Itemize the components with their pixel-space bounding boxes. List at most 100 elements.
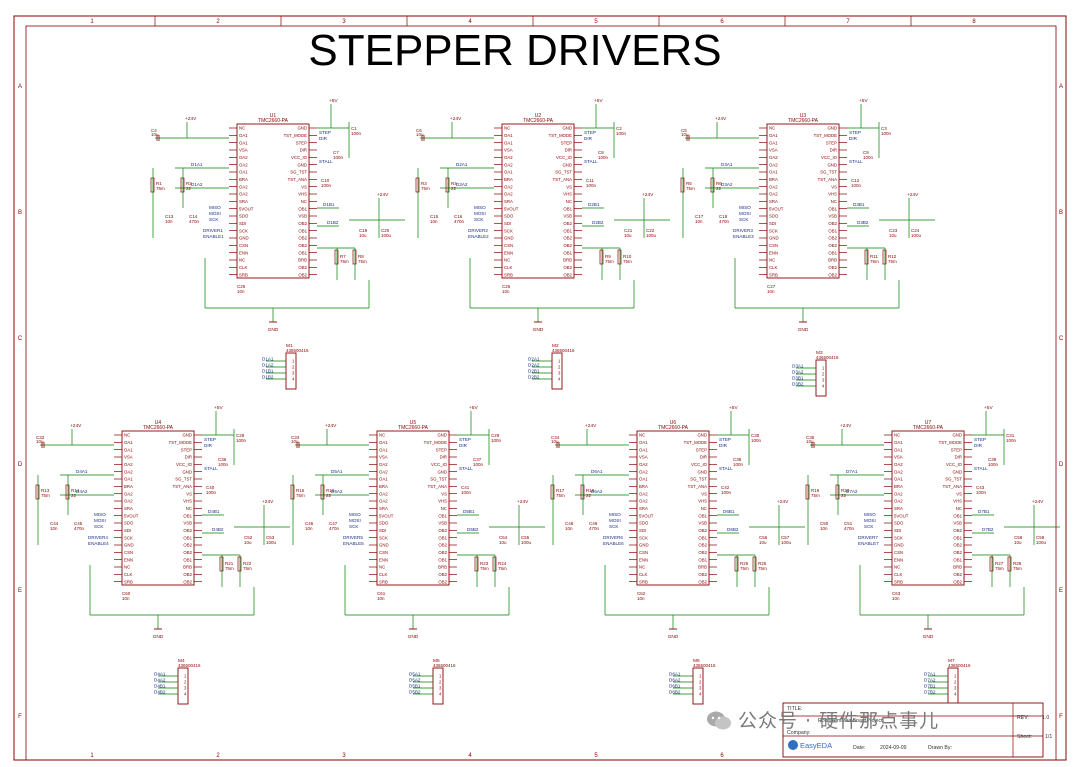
net-step: STEP bbox=[719, 437, 731, 442]
pin-right-label: VHS bbox=[563, 192, 572, 197]
cap-vcc-val: 100n bbox=[863, 155, 874, 160]
connector-pin-num: 1 bbox=[439, 673, 442, 678]
cap-bot-ref: C25 bbox=[237, 284, 246, 289]
pin-left-label: SDI bbox=[239, 221, 246, 226]
cap-top-val: 100n bbox=[751, 438, 762, 443]
pin-left-label: OA2 bbox=[504, 192, 513, 197]
net-enable: ENABLE2 bbox=[468, 234, 489, 239]
ic-ref: U2 bbox=[535, 113, 542, 119]
resistor bbox=[580, 484, 585, 500]
pin-right-label: OB1 bbox=[698, 513, 707, 518]
pin-left-label: OA2 bbox=[639, 462, 648, 467]
cap-in-val: 10u bbox=[291, 439, 299, 444]
cap-bot-ref: C61 bbox=[377, 591, 386, 596]
connector-part: 436500416 bbox=[816, 355, 839, 360]
res4-ref: R22 bbox=[243, 561, 252, 566]
res4-val: 75m bbox=[358, 259, 367, 264]
net-dir: DIR bbox=[974, 443, 983, 448]
pin-right-label: VSB bbox=[298, 214, 307, 219]
pin-left-label: 5VOUT bbox=[769, 206, 784, 211]
resistor bbox=[352, 249, 357, 265]
pin-right-label: GND bbox=[297, 126, 307, 131]
net-mosi: MOSI bbox=[94, 518, 106, 523]
connector-pin-num: 3 bbox=[954, 685, 957, 690]
pin-right-label: OB2 bbox=[698, 550, 707, 555]
pin-left-label: OA2 bbox=[894, 499, 903, 504]
pin-right-label: OB2 bbox=[438, 579, 447, 584]
pin-left-label: SDI bbox=[894, 528, 901, 533]
net-b2: D4B2 bbox=[212, 527, 224, 532]
net-stall: STALL bbox=[204, 466, 218, 471]
net-dir: DIR bbox=[584, 136, 593, 141]
supply-24v-out: +24V bbox=[517, 499, 529, 505]
cap-out2-ref: C53 bbox=[266, 535, 275, 540]
cap-left2-val: 470n bbox=[74, 526, 85, 531]
cap-out1-ref: C21 bbox=[624, 228, 633, 233]
grid-col-top: 8 bbox=[972, 19, 976, 25]
cap-vs-ref: C40 bbox=[206, 485, 215, 490]
pin-right-label: STEP bbox=[296, 140, 307, 145]
pin-left-label: OA2 bbox=[379, 499, 388, 504]
connector-pin-num: 2 bbox=[954, 679, 957, 684]
pin-right-label: OB1 bbox=[698, 535, 707, 540]
pin-right-label: TST_ANA bbox=[553, 177, 572, 182]
res1-ref: R19 bbox=[811, 488, 820, 493]
cap-left1-ref: C17 bbox=[695, 214, 704, 219]
connector-body bbox=[551, 352, 563, 390]
gnd-label: GND bbox=[268, 327, 279, 333]
pin-left-label: OA1 bbox=[894, 447, 903, 452]
pin-right-label: VSB bbox=[438, 521, 447, 526]
cap-left1-val: 10n bbox=[695, 219, 703, 224]
net-stall: STALL bbox=[974, 466, 988, 471]
connector-pin-num: 4 bbox=[184, 691, 187, 696]
net-step: STEP bbox=[849, 130, 861, 135]
ic-ref: U7 bbox=[925, 420, 932, 426]
pin-left-label: SDO bbox=[124, 521, 134, 526]
pin-right-label: TST_ANA bbox=[173, 484, 192, 489]
cap-left2-ref: C16 bbox=[454, 214, 463, 219]
pin-left-label: 5VOUT bbox=[379, 513, 394, 518]
pin-left-label: GND bbox=[769, 236, 779, 241]
pin-right-label: OB2 bbox=[563, 265, 572, 270]
connector-pin-net: D4B2 bbox=[154, 690, 166, 695]
pin-right-label: OB2 bbox=[183, 550, 192, 555]
cap-bot-ref: C63 bbox=[892, 591, 901, 596]
pin-left-label: VSA bbox=[504, 148, 513, 153]
res2-val: 22 bbox=[451, 186, 457, 191]
connector-ref: M3 bbox=[816, 350, 823, 356]
pin-right-label: GND bbox=[182, 433, 192, 438]
net-b2: D5B2 bbox=[467, 527, 479, 532]
net-mosi: MOSI bbox=[609, 518, 621, 523]
pin-right-label: OB2 bbox=[298, 265, 307, 270]
grid-col-top: 6 bbox=[720, 19, 724, 25]
grid-col-bottom: 2 bbox=[216, 753, 220, 759]
cap-left2-val: 470n bbox=[844, 526, 855, 531]
pin-left-label: OA1 bbox=[379, 477, 388, 482]
net-step: STEP bbox=[319, 130, 331, 135]
pin-right-label: VS bbox=[701, 491, 707, 496]
res3-val: 75m bbox=[340, 259, 349, 264]
pin-left-label: CLK bbox=[894, 572, 902, 577]
pin-right-label: OB2 bbox=[563, 236, 572, 241]
connector-pin-num: 1 bbox=[954, 673, 957, 678]
pin-right-label: GND bbox=[437, 433, 447, 438]
pin-right-label: NC bbox=[956, 506, 962, 511]
cap-out1-ref: C54 bbox=[499, 535, 508, 540]
pin-left-label: BRA bbox=[504, 177, 513, 182]
pin-left-label: SRB bbox=[124, 579, 133, 584]
pin-right-label: OB1 bbox=[563, 250, 572, 255]
cap-out2-val: 100u bbox=[646, 233, 657, 238]
net-b1: D7B1 bbox=[978, 509, 990, 514]
pin-left-label: CLK bbox=[769, 265, 777, 270]
cap-out1-ref: C23 bbox=[889, 228, 898, 233]
grid-row-right: C bbox=[1059, 336, 1064, 342]
pin-left-label: BRA bbox=[639, 484, 648, 489]
cap-vcc-val: 100n bbox=[988, 462, 999, 467]
cap-out1-ref: C19 bbox=[359, 228, 368, 233]
pin-right-label: SG_TST bbox=[555, 170, 572, 175]
net-sck: SCK bbox=[349, 524, 359, 529]
